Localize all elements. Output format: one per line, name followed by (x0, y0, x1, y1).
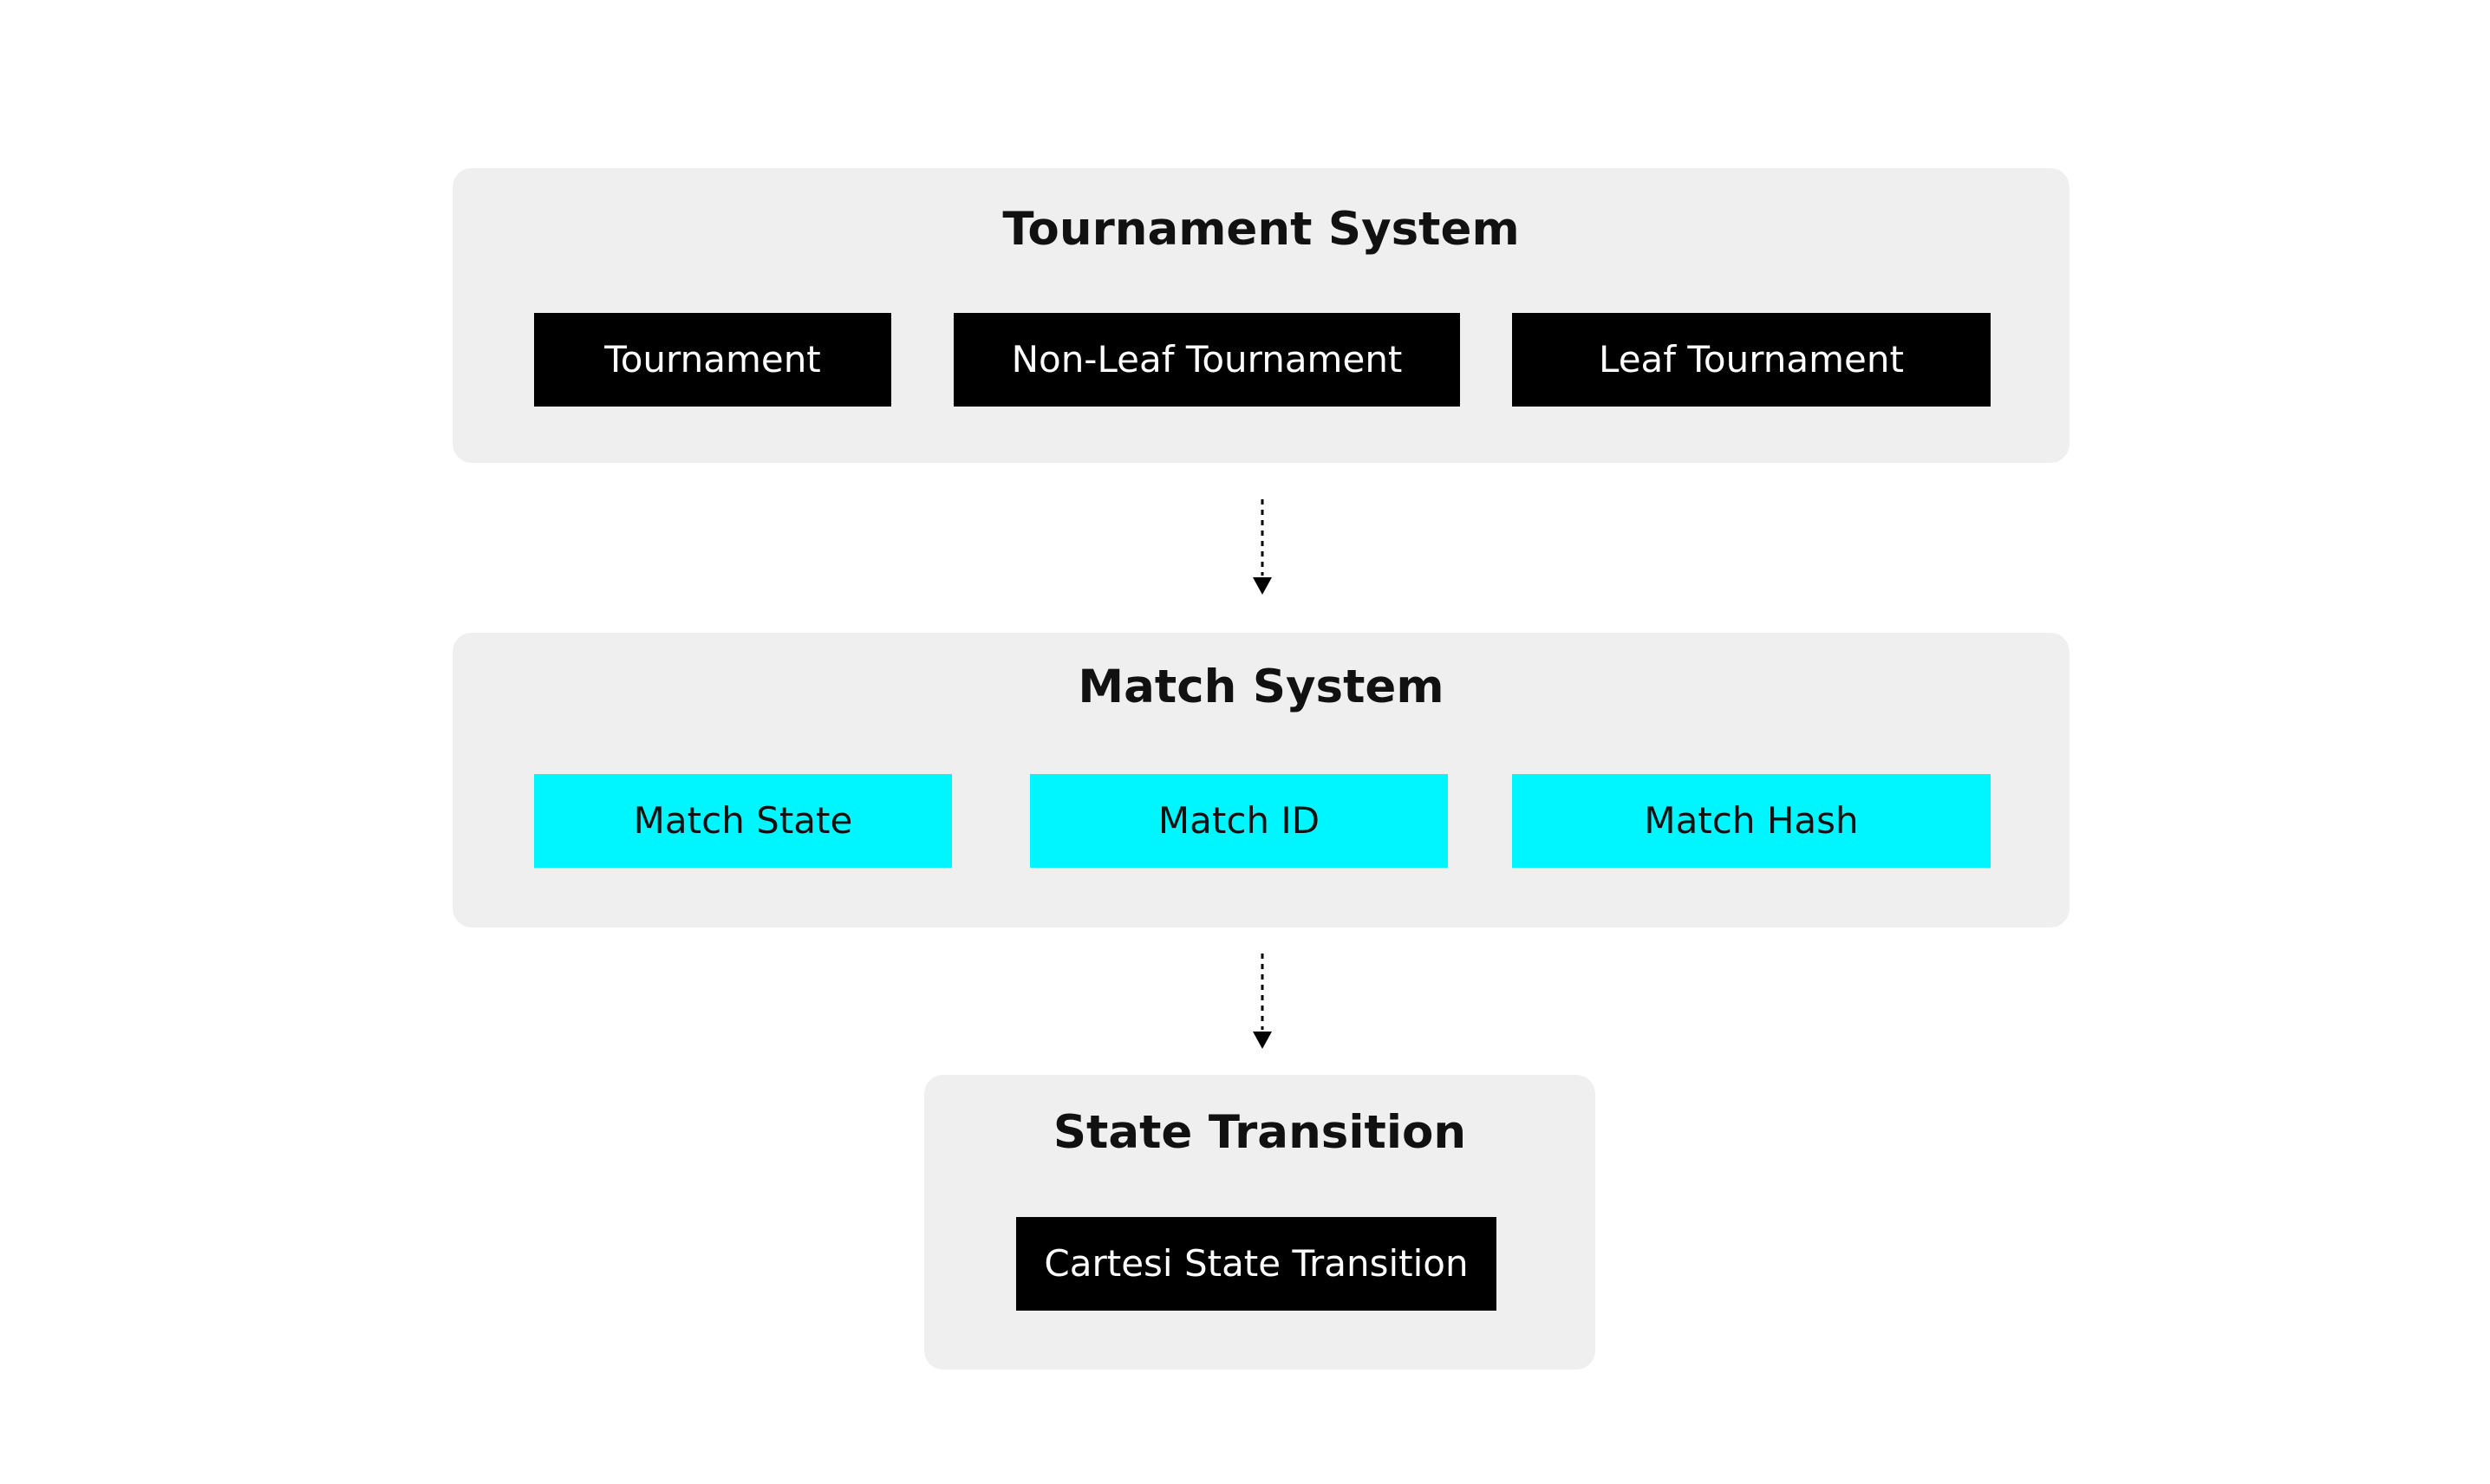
node-label-non-leaf-tournament: Non-Leaf Tournament (1011, 338, 1403, 381)
dotted-arrow-1 (1245, 498, 1280, 598)
node-tournament: Tournament (534, 313, 891, 407)
group-title-tournament-system: Tournament System (1002, 203, 1520, 256)
node-label-match-id: Match ID (1157, 799, 1320, 842)
node-label-match-state: Match State (633, 799, 853, 842)
group-title-state-transition: State Transition (1053, 1106, 1467, 1159)
node-label-cartesi-state-transition: Cartesi State Transition (1044, 1242, 1469, 1285)
node-leaf-tournament: Leaf Tournament (1512, 313, 1991, 407)
group-match-system: Match System Match State Match ID Match … (453, 633, 2070, 928)
node-match-state: Match State (534, 774, 952, 868)
dotted-arrow-2 (1245, 952, 1280, 1052)
group-state-transition: State Transition Cartesi State Transitio… (924, 1075, 1595, 1370)
node-non-leaf-tournament: Non-Leaf Tournament (954, 313, 1460, 407)
node-cartesi-state-transition: Cartesi State Transition (1016, 1217, 1496, 1311)
dotted-arrow-2-head (1253, 1032, 1272, 1049)
node-label-match-hash: Match Hash (1644, 799, 1859, 842)
node-match-id: Match ID (1030, 774, 1448, 868)
node-label-tournament: Tournament (604, 338, 821, 381)
node-label-leaf-tournament: Leaf Tournament (1599, 338, 1904, 381)
dotted-arrow-1-head (1253, 577, 1272, 595)
node-match-hash: Match Hash (1512, 774, 1991, 868)
group-tournament-system: Tournament System Tournament Non-Leaf To… (453, 168, 2070, 463)
group-title-match-system: Match System (1078, 661, 1444, 713)
